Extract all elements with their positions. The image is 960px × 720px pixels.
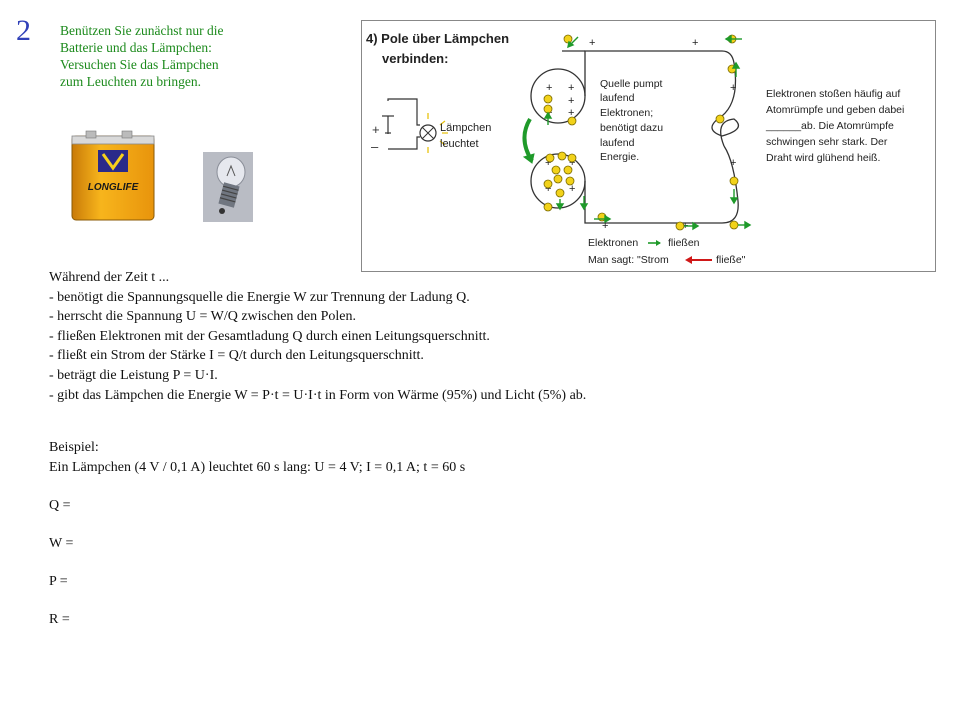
svg-text:+: +	[568, 82, 574, 94]
lamp-label-line2: leuchtet	[440, 138, 479, 150]
formula-q: Q =	[49, 498, 71, 513]
example-section: Beispiel: Ein Lämpchen (4 V / 0,1 A) leu…	[49, 438, 465, 477]
source-line: laufend	[600, 137, 635, 149]
right-explanation-line: Elektronen stoßen häufig auf	[766, 88, 900, 100]
circuit-figure: 4) Pole über Lämpchen verbinden: + – Läm…	[361, 20, 936, 272]
formula-w: W =	[49, 536, 74, 551]
formula-r: R =	[49, 612, 70, 627]
filament-coil	[711, 115, 740, 147]
right-explanation-line: ______ab. Die Atomrümpfe	[765, 120, 894, 132]
explanation-line: - fließt ein Strom der Stärke I = Q/t du…	[49, 348, 424, 364]
formula-p: P =	[49, 574, 68, 589]
svg-text:+: +	[692, 37, 698, 49]
electron-flow-arrows	[522, 34, 752, 231]
svg-text:+: +	[568, 107, 574, 119]
example-statement: Ein Lämpchen (4 V / 0,1 A) leuchtet 60 s…	[49, 459, 466, 475]
explanation-text: Während der Zeit t ... - benötigt die Sp…	[49, 268, 586, 405]
svg-text:+: +	[545, 183, 551, 195]
intro-instructions: Benützen Sie zunächst nur die Batterie u…	[60, 22, 280, 90]
source-line: Elektronen;	[600, 107, 653, 119]
legend-current: Man sagt: "Strom	[588, 254, 669, 266]
right-explanation-line: Draht wird glühend heiß.	[766, 152, 880, 164]
legend-electrons: Elektronen	[588, 237, 638, 249]
svg-text:+: +	[569, 157, 575, 169]
right-explanation-line: Atomrümpfe und geben dabei	[766, 104, 904, 116]
slide-number: 2	[16, 14, 31, 47]
simple-circuit: + – Lämpchen leuchtet	[371, 98, 491, 154]
svg-text:+: +	[545, 157, 551, 169]
minus-sign: –	[371, 139, 379, 154]
lamp-label-line1: Lämpchen	[440, 122, 491, 134]
battery-image: LONGLIFE	[71, 130, 155, 221]
svg-text:+: +	[568, 95, 574, 107]
svg-text:+: +	[589, 37, 595, 49]
svg-text:+: +	[602, 220, 608, 232]
intro-line: Batterie und das Lämpchen:	[60, 40, 212, 55]
source-line: benötigt dazu	[600, 122, 663, 134]
lamp-image	[203, 152, 253, 222]
green-arrow-icon	[656, 240, 661, 246]
intro-line: Benützen Sie zunächst nur die	[60, 23, 224, 38]
right-explanation-line: schwingen sehr stark. Der	[766, 136, 888, 148]
legend-flows: fließe"	[716, 254, 746, 266]
intro-line: zum Leuchten zu bringen.	[60, 74, 201, 89]
red-arrow-icon	[685, 256, 692, 264]
explanation-line: Während der Zeit t ...	[49, 270, 170, 285]
svg-text:+: +	[730, 157, 736, 169]
explanation-line: - gibt das Lämpchen die Energie W = P·t …	[49, 387, 587, 403]
svg-text:+: +	[730, 82, 736, 94]
battery-label: LONGLIFE	[88, 182, 139, 193]
source-line: laufend	[600, 92, 635, 104]
legend-flow: fließen	[668, 237, 700, 249]
example-heading: Beispiel:	[49, 440, 99, 455]
plus-sign: +	[372, 122, 380, 137]
positive-pole	[530, 68, 586, 124]
source-line: Energie.	[600, 151, 639, 163]
explanation-line: - benötigt die Spannungsquelle die Energ…	[49, 289, 470, 305]
explanation-line: - fließen Elektronen mit der Gesamtladun…	[49, 328, 490, 344]
source-line: Quelle pumpt	[600, 78, 663, 90]
svg-text:+: +	[569, 183, 575, 195]
explanation-line: - beträgt die Leistung P = U·I.	[49, 367, 218, 383]
intro-line: Versuchen Sie das Lämpchen	[60, 57, 219, 72]
figure-title-line2: verbinden:	[382, 51, 448, 66]
electron-icon	[543, 34, 739, 231]
svg-text:+: +	[546, 82, 552, 94]
explanation-line: - herrscht die Spannung U = W/Q zwischen…	[49, 309, 357, 325]
figure-title-line1: 4) Pole über Lämpchen	[366, 31, 509, 46]
